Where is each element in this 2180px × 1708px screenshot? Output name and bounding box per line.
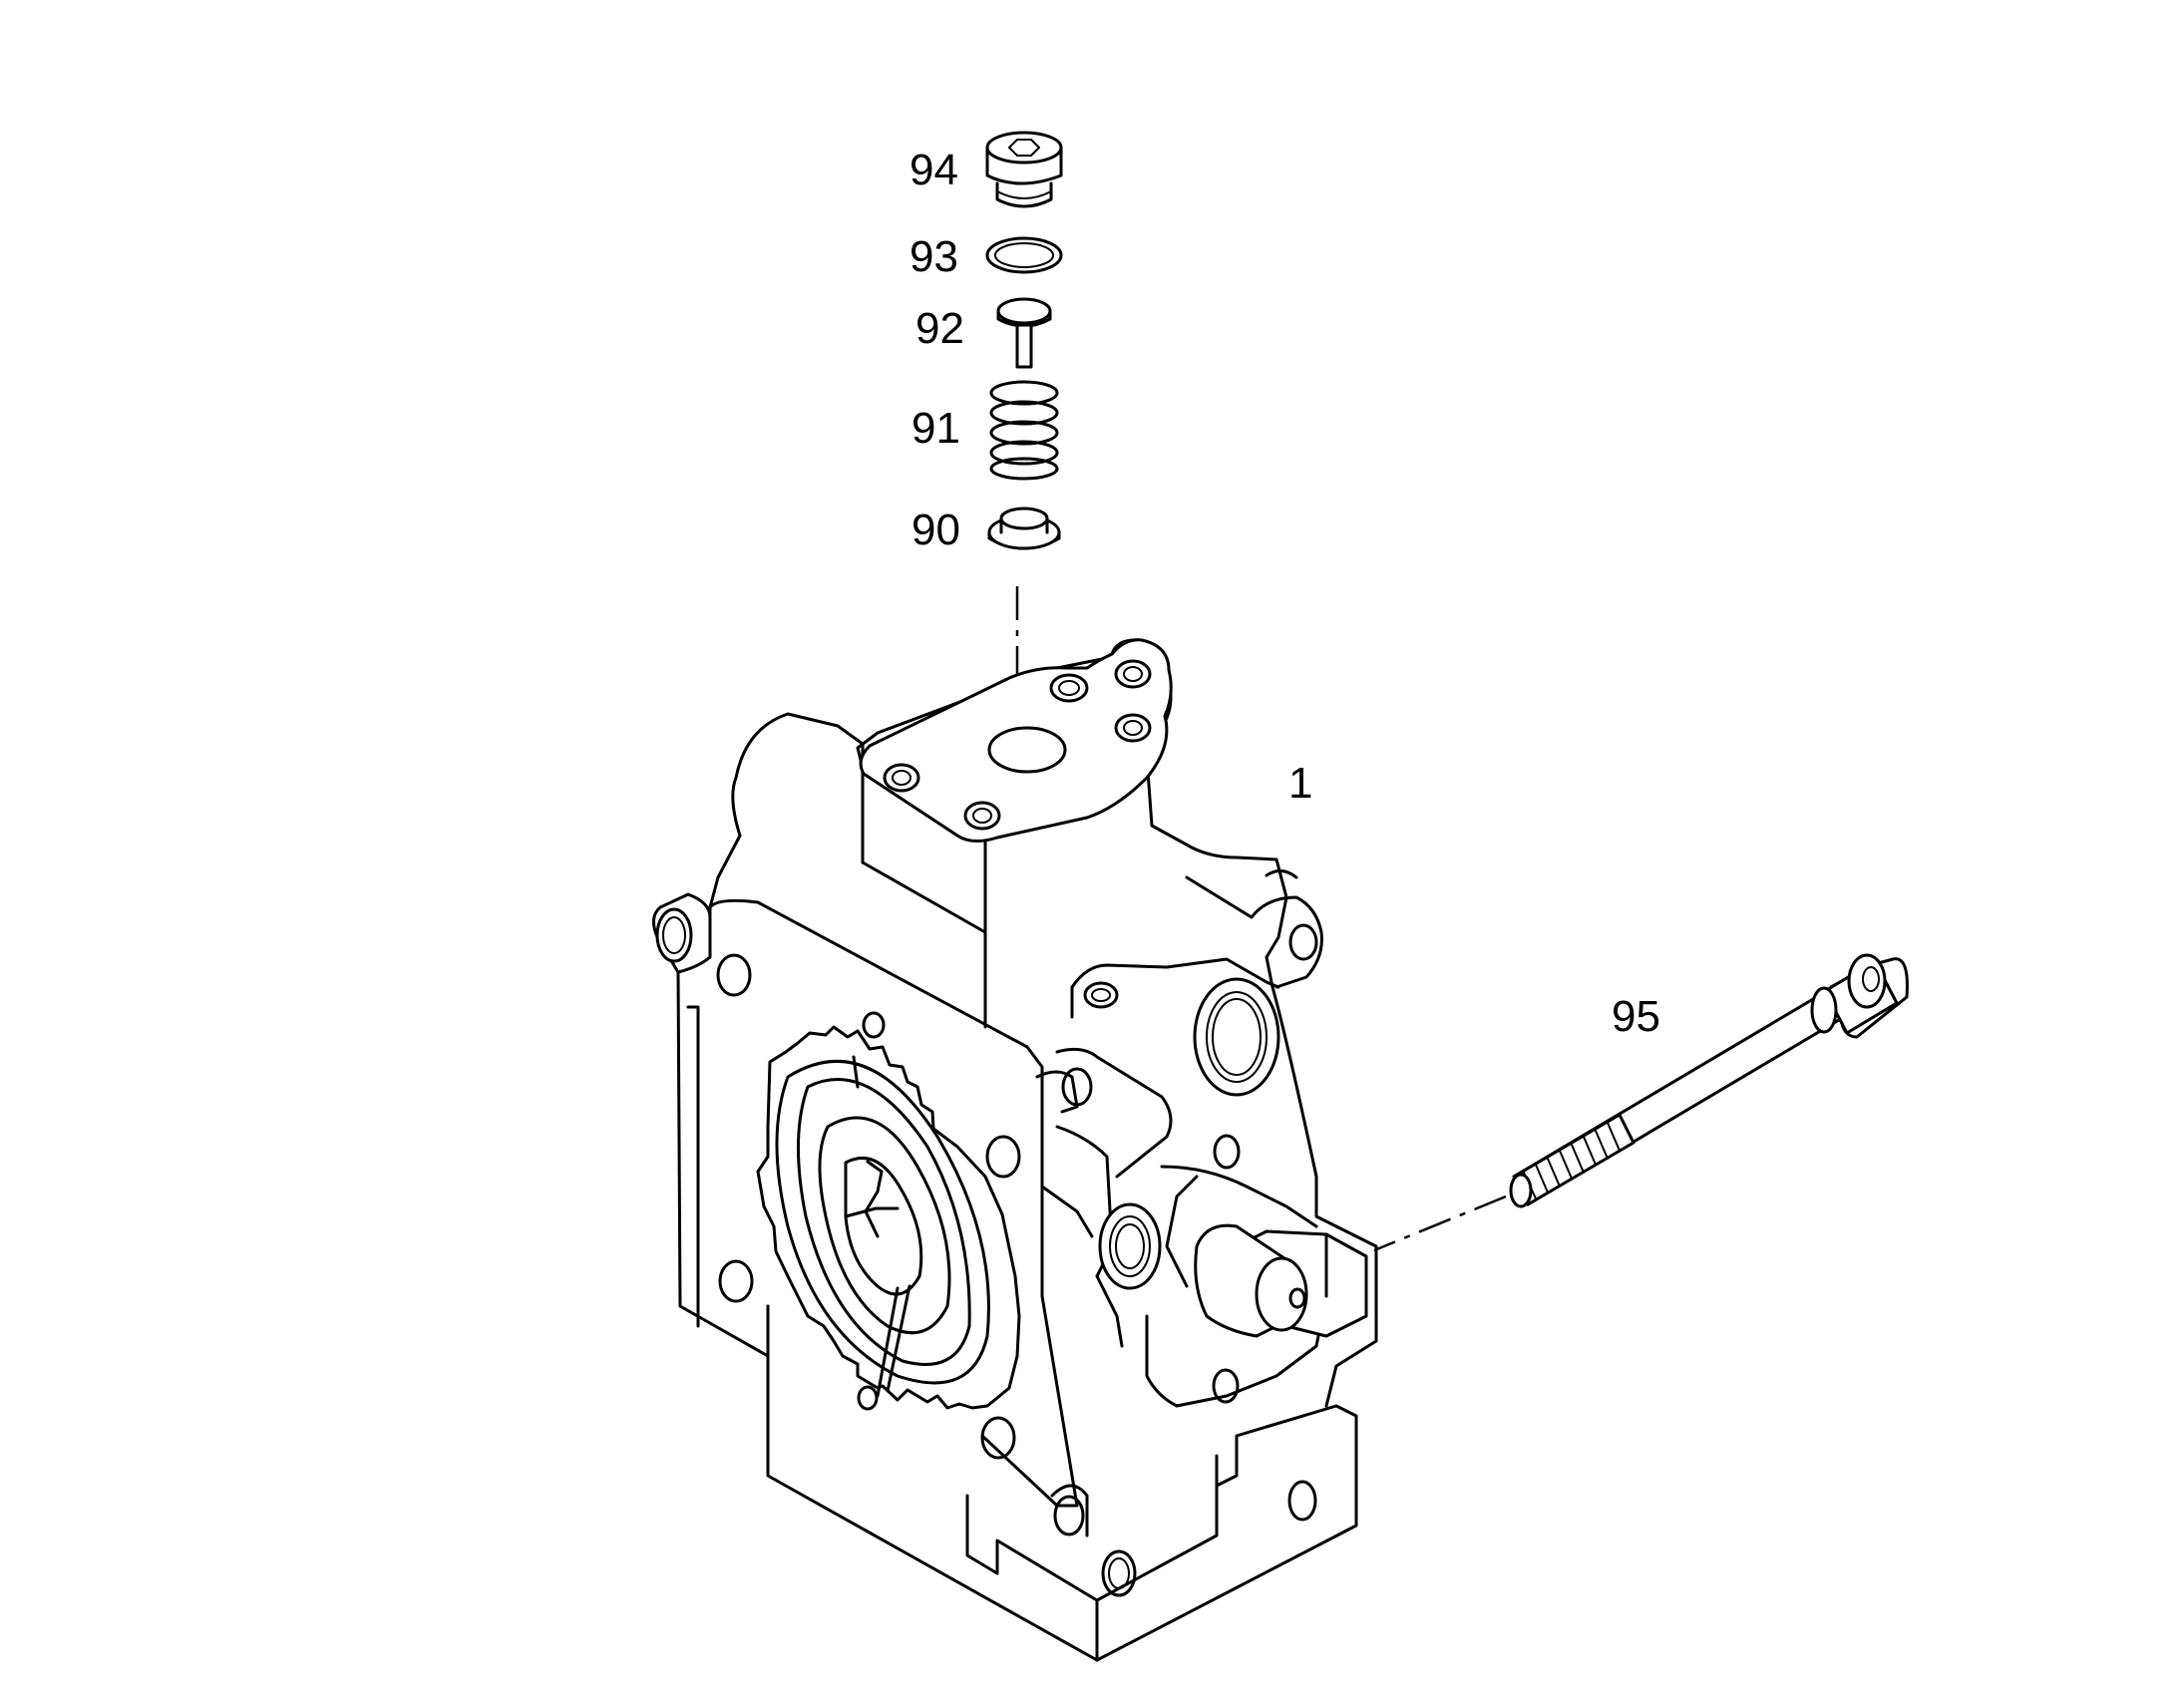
callout-1: 1	[1288, 759, 1312, 808]
part-1-housing	[652, 638, 1378, 1662]
part-94-plug	[985, 131, 1063, 208]
assembly-axis-bolt	[1373, 1195, 1507, 1252]
callout-93: 93	[909, 232, 958, 281]
callout-95: 95	[1612, 992, 1660, 1041]
callout-90: 90	[911, 506, 960, 554]
part-91-spring	[989, 380, 1059, 481]
callout-91: 91	[911, 404, 960, 453]
callout-94: 94	[909, 146, 958, 194]
part-90-seat	[987, 507, 1061, 550]
part-92-pin	[996, 297, 1052, 369]
callout-92: 92	[915, 304, 964, 353]
part-93-o-ring	[985, 236, 1063, 274]
part-95-bolt	[1509, 953, 1909, 1208]
